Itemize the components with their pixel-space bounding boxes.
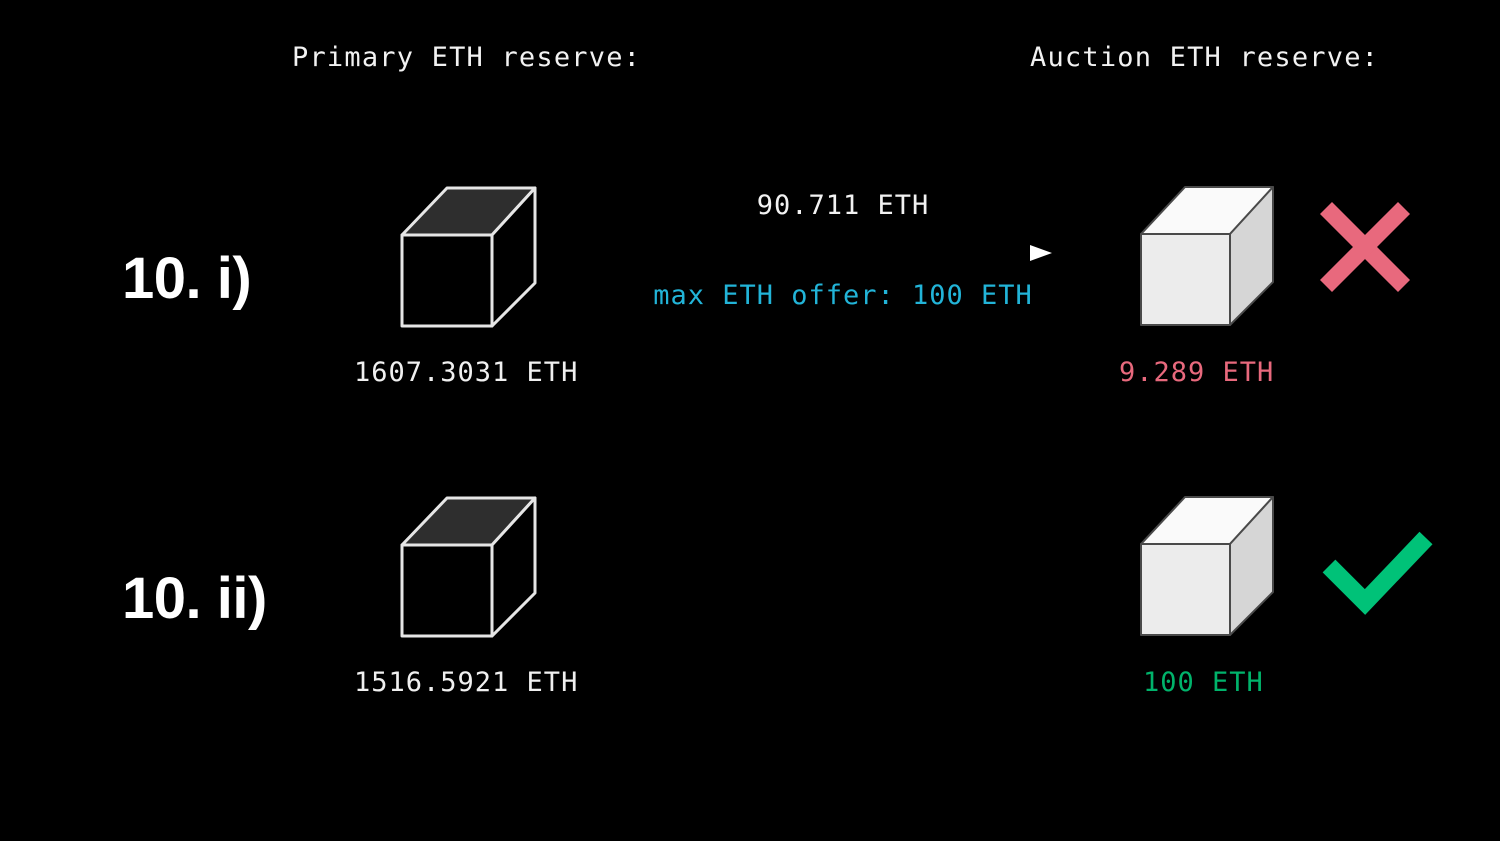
primary-reserve-value-row-2: 1516.5921 ETH bbox=[354, 667, 579, 698]
primary-reserve-cube-row-2 bbox=[392, 488, 542, 647]
primary-reserve-header: Primary ETH reserve: bbox=[292, 42, 642, 73]
step-label-row-1: 10. i) bbox=[122, 246, 252, 311]
transfer-group-row-1: 90.711 ETH max ETH offer: 100 ETH bbox=[628, 190, 1058, 320]
primary-reserve-value-row-1: 1607.3031 ETH bbox=[354, 357, 579, 388]
step-label-row-2: 10. ii) bbox=[122, 566, 267, 631]
auction-reserve-header: Auction ETH reserve: bbox=[1030, 42, 1380, 73]
auction-reserve-value-row-2: 100 ETH bbox=[1143, 667, 1264, 698]
transfer-amount-label: 90.711 ETH bbox=[756, 190, 930, 221]
auction-reserve-cube-row-1 bbox=[1133, 178, 1283, 337]
auction-reserve-cube-row-2 bbox=[1133, 488, 1283, 647]
transfer-arrow-icon bbox=[630, 245, 1052, 261]
cross-icon bbox=[1315, 197, 1415, 301]
primary-reserve-cube-row-1 bbox=[392, 178, 542, 337]
auction-reserve-value-row-1: 9.289 ETH bbox=[1119, 357, 1275, 388]
max-eth-offer-label: max ETH offer: 100 ETH bbox=[653, 280, 1033, 311]
check-icon bbox=[1320, 516, 1435, 625]
